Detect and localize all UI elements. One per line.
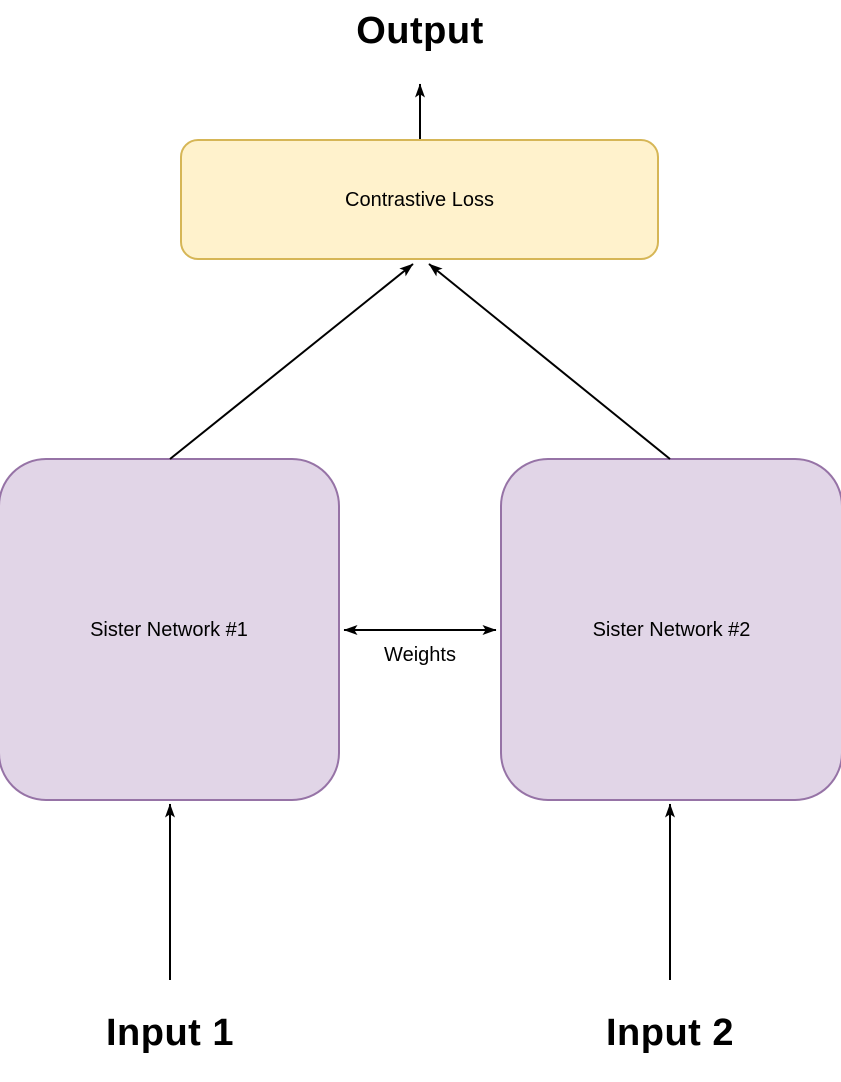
input-1-label: Input 1 <box>105 1012 235 1054</box>
sister-network-1-label: Sister Network #1 <box>90 618 248 641</box>
contrastive-loss-label: Contrastive Loss <box>345 188 494 211</box>
output-label: Output <box>356 10 484 52</box>
input-2-label: Input 2 <box>605 1012 735 1054</box>
weights-label: Weights <box>384 644 456 666</box>
sister-network-2-node: Sister Network #2 <box>500 458 841 801</box>
sister-network-2-label: Sister Network #2 <box>592 618 751 641</box>
sister1-to-loss-arrow <box>169 263 414 460</box>
sister2-to-loss-arrow <box>428 263 671 460</box>
sister-network-1-node: Sister Network #1 <box>0 458 340 801</box>
contrastive-loss-node: Contrastive Loss <box>180 139 659 260</box>
